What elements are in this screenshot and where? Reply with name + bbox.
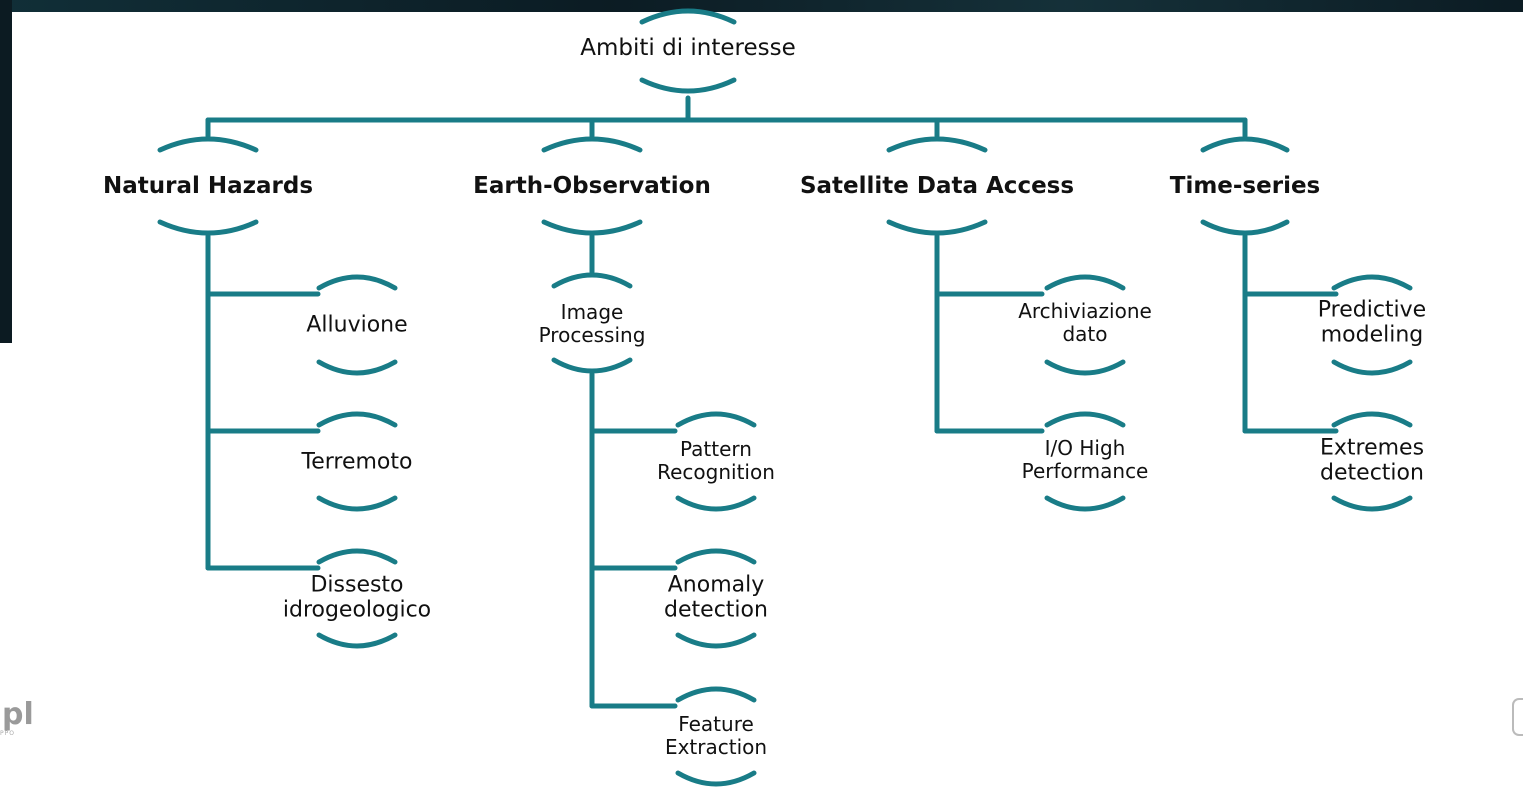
alluvione-bottom-bracket xyxy=(316,359,398,376)
root-bottom-bracket xyxy=(639,77,737,94)
predictive-modeling-top-bracket xyxy=(1331,274,1413,291)
connector-lines xyxy=(205,95,1339,709)
logo-left-text: pl xyxy=(2,697,34,732)
node-alluvione: Alluvione xyxy=(306,312,408,338)
image-processing-bottom-bracket xyxy=(551,357,633,374)
root-node-label: Ambiti di interesse xyxy=(580,34,796,61)
dissesto-top-bracket xyxy=(316,548,398,565)
io-high-performance-bottom-bracket xyxy=(1044,495,1126,512)
node-terremoto: Terremoto xyxy=(301,449,413,475)
background-photo-edge xyxy=(0,0,12,343)
extremes-detection-bottom-bracket xyxy=(1331,495,1413,512)
anomaly-detection-top-bracket xyxy=(675,548,757,565)
category-time-series: Time-series xyxy=(1169,172,1321,199)
node-anomaly-detection: Anomaly detection xyxy=(664,572,768,623)
node-io-high-performance: I/O High Performance xyxy=(1021,436,1149,483)
category-natural-hazards: Natural Hazards xyxy=(102,172,314,199)
anomaly-detection-bottom-bracket xyxy=(675,632,757,649)
node-pattern-recognition: Pattern Recognition xyxy=(657,437,775,484)
archiviazione-bottom-bracket xyxy=(1044,359,1126,376)
pattern-recognition-top-bracket xyxy=(675,411,757,428)
node-feature-extraction: Feature Extraction xyxy=(664,712,768,759)
predictive-modeling-bottom-bracket xyxy=(1331,359,1413,376)
archiviazione-top-bracket xyxy=(1044,274,1126,291)
satellite-data-access-bottom-bracket xyxy=(886,219,988,236)
node-brackets xyxy=(157,8,1413,787)
earth-observation-top-bracket xyxy=(541,136,643,153)
category-earth-observation: Earth-Observation xyxy=(473,172,711,199)
earth-observation-bottom-bracket xyxy=(541,219,643,236)
feature-extraction-top-bracket xyxy=(675,686,757,703)
feature-extraction-bottom-bracket xyxy=(675,770,757,787)
node-image-processing: Image Processing xyxy=(538,300,646,347)
root-top-bracket xyxy=(639,8,737,25)
natural-hazards-bottom-bracket xyxy=(157,219,259,236)
node-predictive-modeling: Predictive modeling xyxy=(1317,297,1427,348)
extremes-detection-top-bracket xyxy=(1331,411,1413,428)
io-high-performance-top-bracket xyxy=(1044,411,1126,428)
alluvione-top-bracket xyxy=(316,274,398,291)
time-series-bottom-bracket xyxy=(1200,219,1290,236)
logo-left-subtext: PPO xyxy=(0,730,15,737)
node-dissesto-idrogeologico: Dissesto idrogeologico xyxy=(282,572,432,623)
terremoto-top-bracket xyxy=(316,411,398,428)
terremoto-bottom-bracket xyxy=(316,495,398,512)
partial-logo-right xyxy=(1512,698,1523,736)
pattern-recognition-bottom-bracket xyxy=(675,495,757,512)
dissesto-bottom-bracket xyxy=(316,632,398,649)
natural-hazards-top-bracket xyxy=(157,136,259,153)
partial-logo-left: pl PPO xyxy=(0,700,34,740)
image-processing-top-bracket xyxy=(551,272,633,289)
node-archiviazione-dato: Archiviazione dato xyxy=(1018,299,1152,346)
satellite-data-access-top-bracket xyxy=(886,136,988,153)
node-extremes-detection: Extremes detection xyxy=(1319,435,1425,486)
category-satellite-data-access: Satellite Data Access xyxy=(799,172,1075,199)
time-series-top-bracket xyxy=(1200,136,1290,153)
background-glow xyxy=(0,0,1523,12)
